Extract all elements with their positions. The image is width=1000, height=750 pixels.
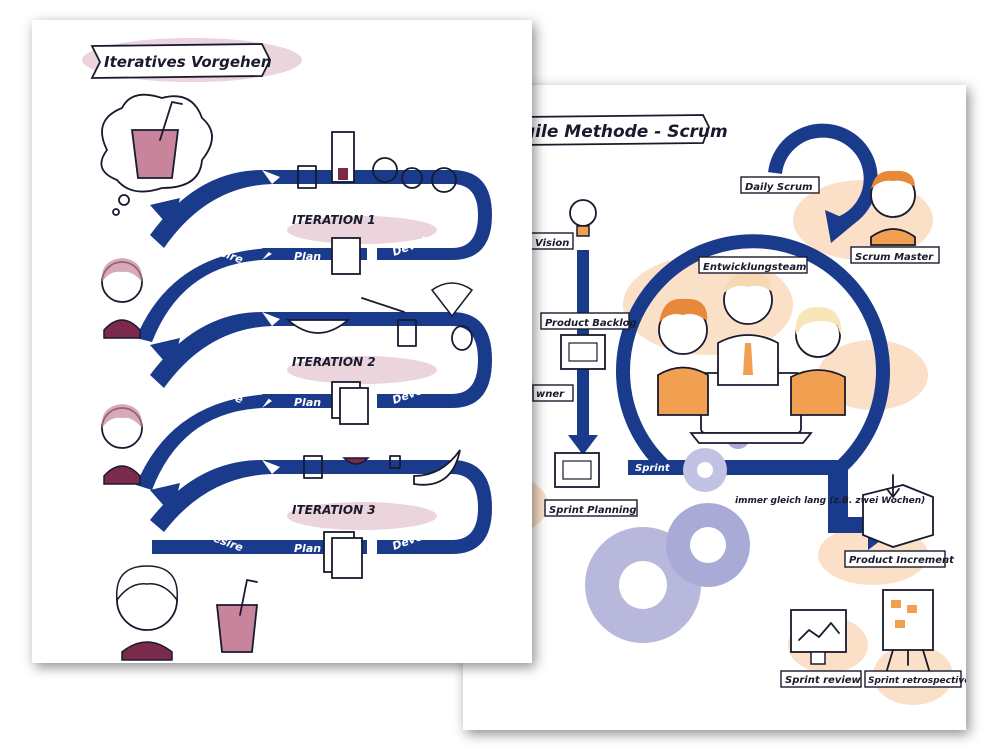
bowl-spoon-icon bbox=[285, 282, 474, 351]
product-owner-label: wner bbox=[536, 389, 565, 400]
dev-team-label: Entwicklungsteam bbox=[703, 262, 806, 273]
product-increment-label: Product Increment bbox=[849, 555, 955, 566]
iteration-diagram: Iteratives Vorgehen Test Desire bbox=[82, 38, 492, 661]
vision-lightbulb-icon bbox=[569, 199, 597, 237]
sprint-duration-label: immer gleich lang (z.B. zwei Wochen) bbox=[735, 496, 925, 506]
iteration-3-title: ITERATION 3 bbox=[292, 503, 376, 517]
scrum-sheet: gile Methode - Scrum bbox=[463, 85, 966, 730]
sprint-cycle-arrow bbox=[616, 123, 890, 471]
sprint-retrospective-board-icon bbox=[882, 589, 934, 671]
dev-team-illustration bbox=[657, 272, 846, 444]
person-3-happy-avatar bbox=[116, 565, 178, 661]
juice-glass-icon bbox=[215, 579, 259, 653]
iterative-title-banner: Iteratives Vorgehen bbox=[90, 43, 272, 79]
iteration-1-title: ITERATION 1 bbox=[292, 213, 376, 227]
iterative-sheet: Iteratives Vorgehen Test Desire bbox=[32, 20, 532, 663]
iterative-title: Iteratives Vorgehen bbox=[104, 53, 272, 71]
scrum-diagram: gile Methode - Scrum bbox=[463, 114, 966, 705]
plan-checklist-1-icon bbox=[331, 237, 361, 275]
daily-scrum-label: Daily Scrum bbox=[745, 182, 813, 193]
sprint-planning-label: Sprint Planning bbox=[549, 505, 637, 516]
person-2-avatar bbox=[101, 404, 143, 485]
blender-fruit-icon bbox=[297, 131, 457, 193]
sprint-planning-document-icon bbox=[554, 452, 600, 488]
plan-checklist-3-icon bbox=[323, 531, 363, 579]
ingredients-banana-icon bbox=[303, 449, 461, 486]
iteration-2-plan: Plan bbox=[294, 396, 321, 409]
scrum-master-avatar bbox=[870, 170, 916, 246]
scrum-title: gile Methode - Scrum bbox=[523, 122, 728, 142]
sprint-review-label: Sprint review bbox=[785, 675, 862, 686]
backlog-document-icon bbox=[560, 334, 606, 370]
product-backlog-label: Product Backlog bbox=[545, 318, 637, 329]
sprint-retrospective-label: Sprint retrospective bbox=[868, 676, 966, 686]
vision-label: Vision bbox=[535, 238, 569, 249]
iteration-ribbon-3 bbox=[150, 460, 492, 554]
plan-checklist-2-icon bbox=[331, 381, 369, 425]
iteration-3-plan: Plan bbox=[294, 542, 321, 555]
iteration-2-title: ITERATION 2 bbox=[292, 355, 376, 369]
product-increment-box-icon bbox=[862, 474, 934, 548]
iteration-ribbon-2 bbox=[136, 312, 492, 490]
sprint-arrow bbox=[628, 460, 901, 550]
iteration-1-plan: Plan bbox=[294, 250, 321, 263]
thought-bubble-juice-icon bbox=[100, 93, 213, 216]
scrum-master-label: Scrum Master bbox=[855, 252, 934, 263]
sprint-review-monitor-icon bbox=[790, 609, 847, 665]
sprint-label: Sprint bbox=[635, 463, 671, 474]
scrum-title-banner: gile Methode - Scrum bbox=[517, 114, 728, 146]
person-1-avatar bbox=[101, 258, 143, 339]
